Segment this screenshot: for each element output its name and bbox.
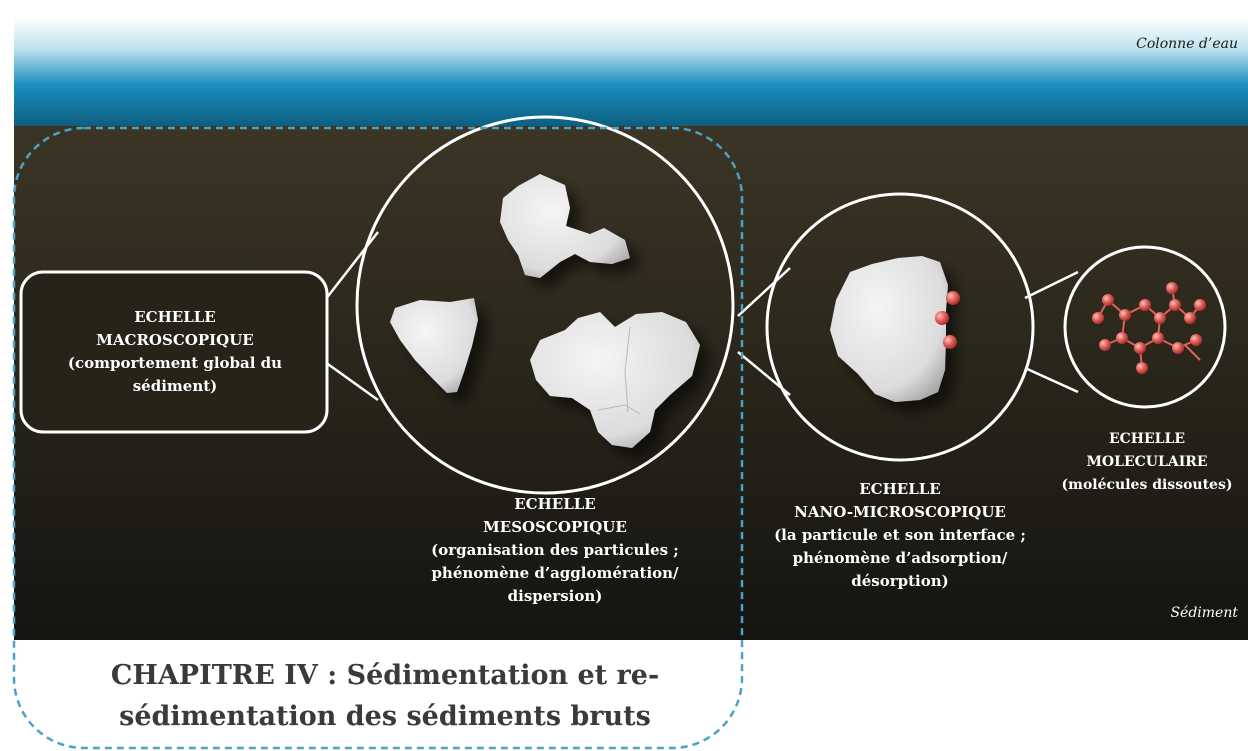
nano-scale-label: ECHELLE NANO-MICROSCOPIQUE (la particule… <box>745 478 1055 593</box>
adsorbed-molecule <box>946 291 960 305</box>
nano-scale-title-1: ECHELLE <box>745 478 1055 501</box>
meso-scale-title-2: MESOSCOPIQUE <box>395 516 715 539</box>
meso-scale-title-1: ECHELLE <box>395 493 715 516</box>
macro-scale-title: ECHELLE MACROSCOPIQUE <box>75 306 275 352</box>
molecular-scale-title-1: ECHELLE <box>1050 428 1244 451</box>
molecular-scale-title-2: MOLECULAIRE <box>1050 451 1244 474</box>
nano-scale-description-1: (la particule et son interface ; <box>745 524 1055 547</box>
water-column-band <box>14 18 1248 126</box>
adsorbed-molecule <box>935 311 949 325</box>
macro-scale-label: ECHELLE MACROSCOPIQUE (comportement glob… <box>30 306 320 398</box>
molecular-scale-description: (molécules dissoutes) <box>1050 474 1244 497</box>
chapter-title-line-2: sédimentation des sédiments bruts <box>40 696 730 737</box>
nano-scale-title-2: NANO-MICROSCOPIQUE <box>745 501 1055 524</box>
chapter-title-line-1: CHAPITRE IV : Sédimentation et re- <box>40 655 730 696</box>
nano-scale-description-2: phénomène d’adsorption/ <box>745 547 1055 570</box>
sediment-label: Sédiment <box>1170 605 1238 621</box>
water-column-label: Colonne d’eau <box>1136 36 1238 52</box>
meso-scale-description-2: phénomène d’agglomération/ <box>395 562 715 585</box>
chapter-title: CHAPITRE IV : Sédimentation et re- sédim… <box>40 655 730 737</box>
meso-scale-description-1: (organisation des particules ; <box>395 539 715 562</box>
meso-scale-label: ECHELLE MESOSCOPIQUE (organisation des p… <box>395 493 715 608</box>
nano-scale-description-3: désorption) <box>745 570 1055 593</box>
adsorbed-molecule <box>943 335 957 349</box>
molecular-scale-label: ECHELLE MOLECULAIRE (molécules dissoutes… <box>1050 428 1244 497</box>
macro-scale-description: (comportement global du sédiment) <box>50 352 300 398</box>
meso-scale-description-3: dispersion) <box>395 585 715 608</box>
